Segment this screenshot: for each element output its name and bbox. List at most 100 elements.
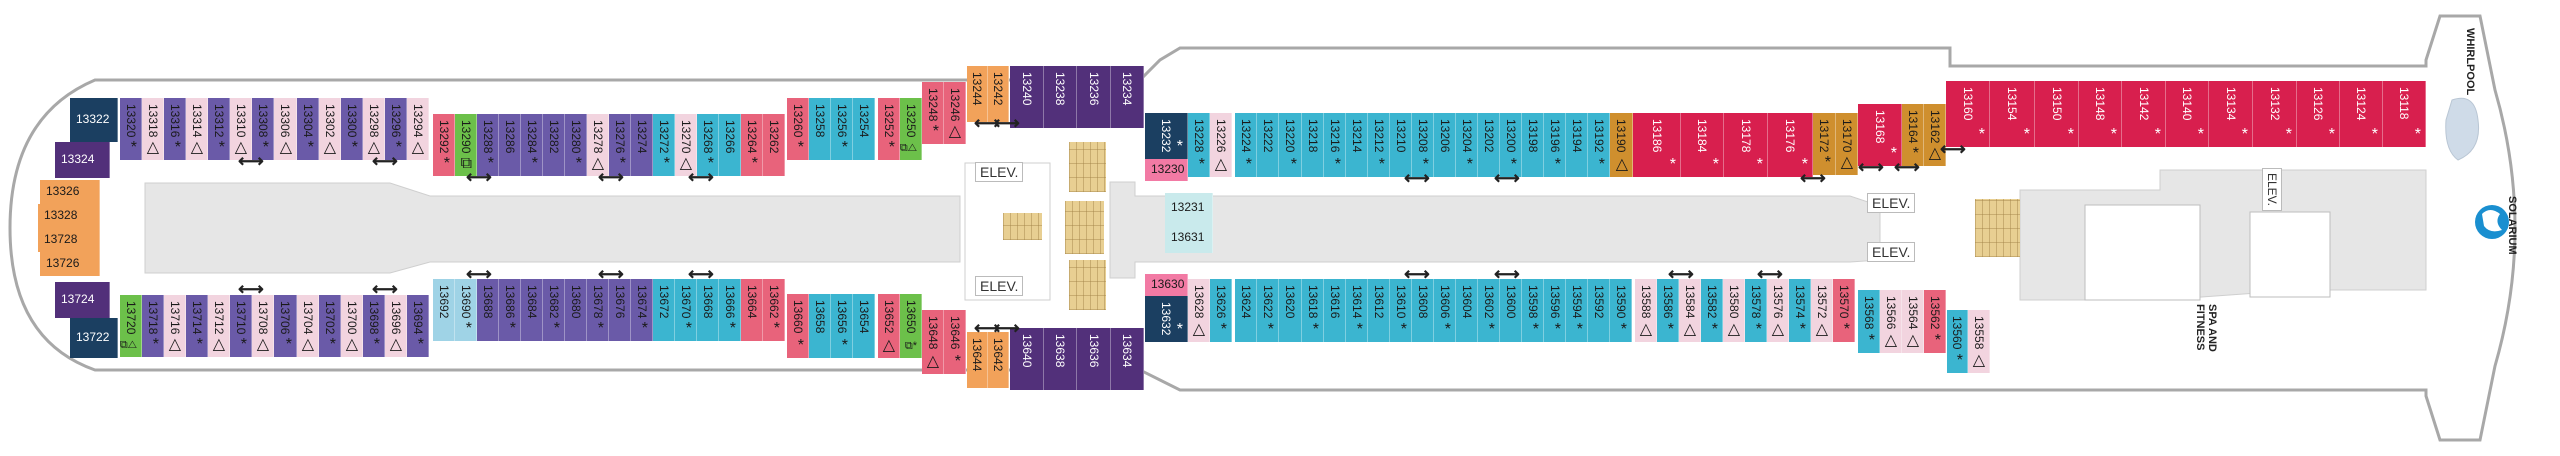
cabin-13154[interactable]: 13154* [1990,81,2035,147]
cabin-13636[interactable]: 13636 [1077,328,1111,390]
cabin-13640[interactable]: 13640 [1010,328,1044,390]
cabin-13284[interactable]: 13284* [521,114,543,176]
cabin-13204[interactable]: 13204* [1456,113,1478,177]
cabin-13288[interactable]: 13288* [477,114,499,176]
cabin-13562[interactable]: 13562* [1924,290,1946,353]
cabin-13628[interactable]: 13628△ [1188,279,1210,342]
cabin-13696[interactable]: 13696△ [385,295,407,357]
cabin-13290[interactable]: 13290⧉ [455,114,477,176]
cabin-13660[interactable]: 13660* [787,294,809,358]
cabin-13228[interactable]: 13228* [1188,113,1210,177]
cabin-13602[interactable]: 13602* [1478,279,1500,342]
cabin-13256[interactable]: 13256* [831,98,853,160]
cabin-13214[interactable]: 13214 [1346,113,1368,177]
cabin-13212[interactable]: 13212* [1368,113,1390,177]
cabin-13698[interactable]: 13698* [363,295,385,357]
cabin-13718[interactable]: 13718* [142,295,164,357]
cabin-13704[interactable]: 13704△ [297,295,319,357]
cabin-13294[interactable]: 13294△ [407,98,429,160]
cabin-13646[interactable]: 13646* [944,310,966,374]
cabin-13584[interactable]: 13584△ [1679,279,1701,342]
cabin-13618[interactable]: 13618* [1302,279,1324,342]
cabin-13652[interactable]: 13652△ [878,294,900,358]
cabin-13614[interactable]: 13614* [1346,279,1368,342]
cabin-13210[interactable]: 13210 [1390,113,1412,177]
cabin-13324[interactable]: 13324 [55,142,110,178]
cabin-13622[interactable]: 13622* [1257,279,1279,342]
cabin-13656[interactable]: 13656* [831,294,853,358]
cabin-13194[interactable]: 13194 [1566,113,1588,177]
cabin-13132[interactable]: 13132* [2253,81,2297,147]
cabin-13254[interactable]: 13254 [853,98,875,160]
cabin-13164[interactable]: 13164* [1902,104,1924,166]
cabin-13258[interactable]: 13258 [809,98,831,160]
cabin-13588[interactable]: 13588△ [1635,279,1657,342]
cabin-13702[interactable]: 13702* [319,295,341,357]
cabin-13670[interactable]: 13670* [675,279,697,341]
cabin-13700[interactable]: 13700△ [341,295,363,357]
cabin-13236[interactable]: 13236 [1077,66,1111,128]
cabin-13208[interactable]: 13208* [1412,113,1434,177]
cabin-13276[interactable]: 13276* [609,114,631,176]
cabin-13192[interactable]: 13192* [1588,113,1610,177]
cabin-13620[interactable]: 13620 [1279,279,1302,342]
cabin-13308[interactable]: 13308* [252,98,274,160]
cabin-13676[interactable]: 13676 [609,279,631,341]
cabin-13716[interactable]: 13716△ [164,295,186,357]
cabin-13650[interactable]: 13650⧉* [900,294,922,358]
cabin-13292[interactable]: 13292* [433,114,455,176]
cabin-13328[interactable]: 13328 [38,204,100,228]
cabin-13124[interactable]: 13124* [2340,81,2383,147]
cabin-13690[interactable]: 13690* [455,279,477,341]
cabin-13260[interactable]: 13260* [787,98,809,160]
cabin-13266[interactable]: 13266 [719,114,741,176]
cabin-13226[interactable]: 13226△ [1210,113,1232,177]
cabin-13240[interactable]: 13240 [1010,66,1044,128]
cabin-13316[interactable]: 13316* [164,98,186,160]
cabin-13170[interactable]: 13170△ [1836,113,1858,175]
cabin-13590[interactable]: 13590* [1610,279,1632,342]
cabin-13242[interactable]: 13242 [988,66,1009,122]
cabin-13232[interactable]: 13232* [1145,113,1188,159]
cabin-13570[interactable]: 13570* [1833,279,1855,342]
cabin-13631[interactable]: 13631 [1165,223,1213,253]
cabin-13250[interactable]: 13250⧉△ [900,98,922,160]
cabin-13296[interactable]: 13296* [385,98,407,160]
cabin-13230[interactable]: 13230 [1145,159,1188,181]
cabin-13314[interactable]: 13314△ [186,98,208,160]
cabin-13574[interactable]: 13574* [1789,279,1811,342]
cabin-13168[interactable]: 13168* [1858,104,1902,166]
cabin-13724[interactable]: 13724 [55,282,110,318]
cabin-13626[interactable]: 13626* [1210,279,1232,342]
cabin-13692[interactable]: 13692 [433,279,455,341]
cabin-13624[interactable]: 13624 [1235,279,1257,342]
cabin-13662[interactable]: 13662* [763,279,785,341]
cabin-13142[interactable]: 13142* [2122,81,2166,147]
cabin-13140[interactable]: 13140* [2166,81,2209,147]
cabin-13672[interactable]: 13672 [653,279,675,341]
cabin-13714[interactable]: 13714* [186,295,208,357]
cabin-13278[interactable]: 13278△ [587,114,609,176]
cabin-13198[interactable]: 13198 [1522,113,1544,177]
cabin-13728[interactable]: 13728 [38,228,100,252]
cabin-13178[interactable]: 13178* [1724,113,1768,177]
cabin-13184[interactable]: 13184* [1681,113,1724,177]
cabin-13564[interactable]: 13564△ [1902,290,1924,353]
cabin-13310[interactable]: 13310△ [230,98,252,160]
cabin-13270[interactable]: 13270△ [675,114,697,176]
cabin-13612[interactable]: 13612 [1368,279,1390,342]
cabin-13234[interactable]: 13234 [1111,66,1144,128]
cabin-13644[interactable]: 13644 [967,332,988,388]
cabin-13326[interactable]: 13326 [40,180,100,204]
cabin-13248[interactable]: 13248* [922,82,944,144]
cabin-13558[interactable]: 13558△ [1968,310,1990,373]
cabin-13568[interactable]: 13568* [1858,290,1880,353]
cabin-13708[interactable]: 13708△ [252,295,274,357]
cabin-13608[interactable]: 13608 [1412,279,1434,342]
cabin-13630[interactable]: 13630 [1145,274,1188,296]
cabin-13642[interactable]: 13642 [988,332,1009,388]
cabin-13126[interactable]: 13126* [2297,81,2340,147]
cabin-13616[interactable]: 13616 [1324,279,1346,342]
cabin-13220[interactable]: 13220* [1279,113,1302,177]
cabin-13610[interactable]: 13610* [1390,279,1412,342]
